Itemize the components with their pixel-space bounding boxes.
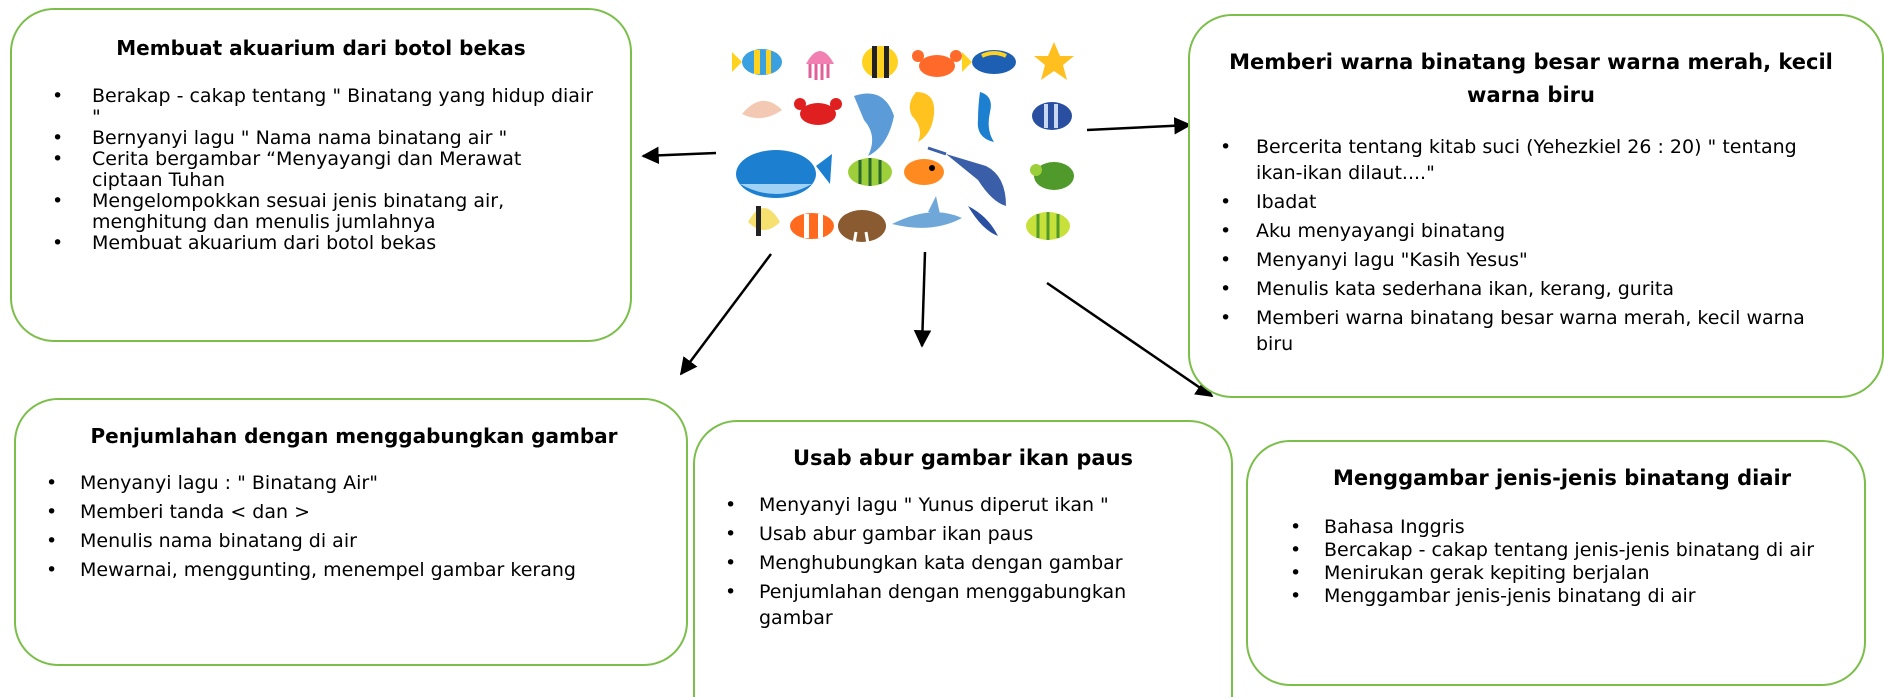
orange-clownfish-icon [790, 213, 834, 239]
list-item: Bahasa Inggris [1290, 516, 1834, 539]
angelfish-icon [862, 46, 898, 78]
list-item: Mewarnai, menggunting, menempel gambar k… [46, 557, 662, 583]
activity-box-menggambar: Menggambar jenis-jenis binatang diair Ba… [1246, 440, 1866, 686]
box-title: Memberi warna binatang besar warna merah… [1229, 50, 1833, 107]
activity-list: Bercerita tentang kitab suci (Yehezkiel … [1220, 134, 1842, 357]
list-item: Memberi tanda < dan > [46, 499, 662, 525]
arrow-to-box4 [913, 251, 932, 348]
list-item: Mengelompokkan sesuai jenis binatang air… [52, 191, 596, 233]
orange-fish-icon [904, 159, 944, 185]
whale-icon [736, 150, 832, 198]
red-crab-icon [794, 98, 842, 125]
arrow-to-box1 [641, 146, 717, 165]
shark-icon [892, 196, 962, 228]
striped-fish-icon [1032, 102, 1072, 130]
list-item: Usab abur gambar ikan paus [725, 521, 1201, 547]
yellow-green-fish-icon [1026, 212, 1070, 240]
list-item: Memberi warna binatang besar warna merah… [1220, 305, 1842, 357]
list-item: Aku menyayangi binatang [1220, 218, 1842, 244]
activity-box-warna: Memberi warna binatang besar warna merah… [1188, 14, 1884, 398]
seahorse-icon [977, 92, 994, 142]
jellyfish-icon [806, 51, 834, 80]
blue-fish-icon [962, 50, 1016, 74]
swordfish-icon [927, 146, 1006, 206]
sea-animals-illustration [732, 42, 1074, 245]
moorish-idol-icon [748, 206, 780, 236]
list-item: Bernyanyi lagu " Nama nama binatang air … [52, 128, 596, 150]
list-item: Menulis kata sederhana ikan, kerang, gur… [1220, 276, 1842, 302]
list-item: Menggambar jenis-jenis binatang di air [1290, 585, 1834, 608]
marlin-icon [968, 206, 998, 236]
seahorse-yellow-icon [909, 92, 935, 142]
box-title: Menggambar jenis-jenis binatang diair [1332, 466, 1792, 490]
list-item: Ibadat [1220, 189, 1842, 215]
arrow-to-box3 [679, 253, 772, 376]
list-item: Menyanyi lagu : " Binatang Air" [46, 470, 662, 496]
activity-list: Menyanyi lagu : " Binatang Air" Memberi … [46, 470, 662, 583]
list-item: Menghubungkan kata dengan gambar [725, 550, 1201, 576]
list-item: Bercerita tentang kitab suci (Yehezkiel … [1220, 134, 1842, 186]
list-item: Menirukan gerak kepiting berjalan [1290, 562, 1834, 585]
list-item: Menulis nama binatang di air [46, 528, 662, 554]
activity-list: Menyanyi lagu " Yunus diperut ikan " Usa… [725, 492, 1201, 631]
activity-list: Bahasa Inggris Bercakap - cakap tentang … [1290, 516, 1834, 608]
list-item: Cerita bergambar “Menyayangi dan Merawat… [52, 149, 596, 191]
activity-box-penjumlahan: Penjumlahan dengan menggabungkan gambar … [14, 398, 688, 666]
arrow-to-box2 [1086, 117, 1192, 135]
box-title: Usab abur gambar ikan paus [792, 446, 1134, 470]
shell-icon [742, 100, 782, 119]
list-item: Menyanyi lagu " Yunus diperut ikan " [725, 492, 1201, 518]
box-title: Penjumlahan dengan menggabungkan gambar [90, 424, 618, 448]
green-fish-icon [848, 158, 892, 186]
list-item: Menyanyi lagu "Kasih Yesus" [1220, 247, 1842, 273]
list-item: Bercakap - cakap tentang jenis-jenis bin… [1290, 539, 1834, 562]
list-item: Penjumlahan dengan menggabungkan gambar [725, 579, 1201, 631]
box-title: Membuat akuarium dari botol bekas [116, 36, 526, 60]
walrus-icon [838, 210, 886, 245]
list-item: Berakap - cakap tentang " Binatang yang … [52, 86, 596, 128]
starfish-icon [1034, 42, 1074, 80]
list-item: Membuat akuarium dari botol bekas [52, 233, 596, 255]
turtle-icon [1030, 162, 1074, 190]
activity-list: Berakap - cakap tentang " Binatang yang … [52, 86, 596, 255]
activity-box-ikan-paus: Usab abur gambar ikan paus Menyanyi lagu… [693, 420, 1233, 697]
activity-box-akuarium: Membuat akuarium dari botol bekas Beraka… [10, 8, 632, 342]
dolphin-icon [854, 93, 894, 156]
clownfish-icon [732, 49, 782, 75]
crab-icon [912, 50, 962, 77]
